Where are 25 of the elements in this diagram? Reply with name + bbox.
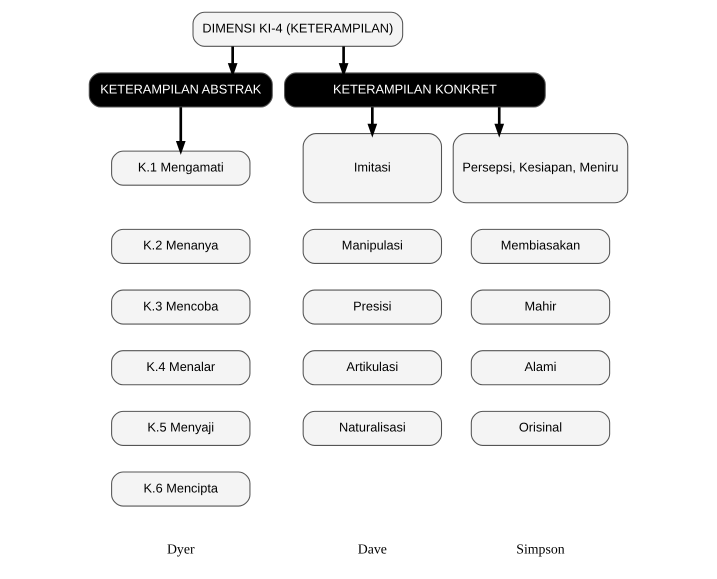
node-box: DIMENSI KI-4 (KETERAMPILAN) — [192, 12, 404, 47]
node-box: K.2 Menanya — [111, 228, 250, 264]
node-box: Orisinal — [470, 410, 610, 446]
node-box: KETERAMPILAN ABSTRAK — [88, 72, 273, 108]
node-box: Naturalisasi — [302, 410, 442, 446]
node-box: Mahir — [470, 290, 610, 325]
node-box: Imitasi — [302, 133, 442, 204]
node-box: K.1 Mengamati — [111, 150, 250, 186]
arrow — [494, 107, 504, 138]
label: Dyer — [166, 541, 195, 556]
node-box: Persepsi, Kesiapan, Meniru — [452, 133, 628, 204]
node-box: Artikulasi — [302, 350, 442, 386]
arrow — [367, 107, 378, 138]
node-box: K.6 Mencipta — [111, 471, 250, 507]
node-box: Alami — [470, 350, 610, 386]
node-box: Manipulasi — [302, 228, 442, 264]
node-box: KETERAMPILAN KONKRET — [284, 72, 546, 108]
node-box: K.4 Menalar — [111, 350, 250, 386]
node-box: Presisi — [302, 290, 442, 325]
node-box: K.5 Menyaji — [111, 410, 250, 446]
node-box: Membiasakan — [470, 228, 610, 264]
label: Dave — [358, 541, 387, 556]
arrow — [176, 107, 186, 155]
node-box: K.3 Mencoba — [111, 290, 250, 325]
label: Simpson — [516, 541, 565, 556]
